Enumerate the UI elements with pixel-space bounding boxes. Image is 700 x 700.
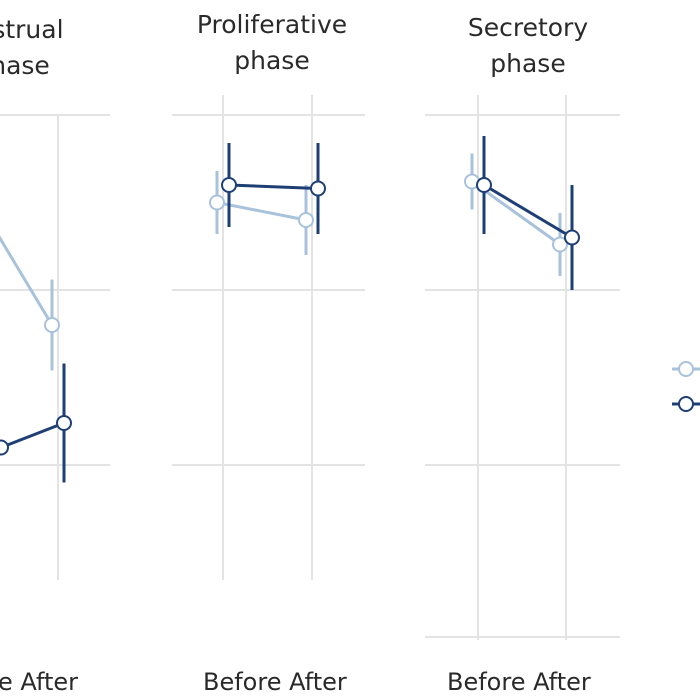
series-line: [483, 183, 573, 239]
data-point: [221, 177, 237, 193]
series-1: [209, 171, 314, 255]
panel-title-line: phase: [234, 46, 309, 75]
series-line: [228, 183, 319, 190]
data-point: [298, 212, 314, 228]
data-point: [56, 415, 72, 431]
series-line: [0, 421, 65, 449]
panel-title-line: nstrual: [0, 15, 64, 44]
x-tick-labels: Before After: [203, 668, 347, 696]
data-point: [0, 439, 9, 456]
panel-1: nstrual hase ore After: [0, 15, 110, 696]
legend: [672, 361, 700, 412]
series-2: [0, 363, 72, 483]
panel-title-line: Proliferative: [197, 10, 347, 39]
panel-title-line: phase: [490, 49, 565, 78]
series-line: [216, 201, 307, 222]
data-point: [44, 317, 60, 333]
data-point: [310, 180, 326, 197]
legend-entry-1: [672, 361, 700, 377]
series-1: [0, 235, 60, 371]
x-tick-labels: Before After: [447, 668, 591, 696]
series-2: [476, 136, 580, 290]
data-point: [209, 194, 225, 211]
panel-title: nstrual hase: [0, 15, 64, 80]
panel-title-line: Secretory: [468, 13, 588, 42]
chart-panels: nstrual hase ore After Proliferative phaseBe…: [0, 10, 620, 696]
panel-title: Proliferative phase: [197, 10, 347, 75]
series-1: [464, 153, 568, 276]
data-point: [564, 229, 580, 246]
legend-entry-2: [672, 396, 700, 412]
series-2: [221, 143, 326, 234]
legend-marker: [678, 361, 694, 377]
data-point: [552, 236, 568, 253]
series-line: [0, 235, 54, 326]
panel-title-line: hase: [0, 51, 50, 80]
data-point: [476, 177, 492, 193]
x-tick-labels: ore After: [0, 668, 78, 696]
legend-marker: [678, 396, 694, 412]
panel-title: Secretory phase: [468, 13, 588, 78]
